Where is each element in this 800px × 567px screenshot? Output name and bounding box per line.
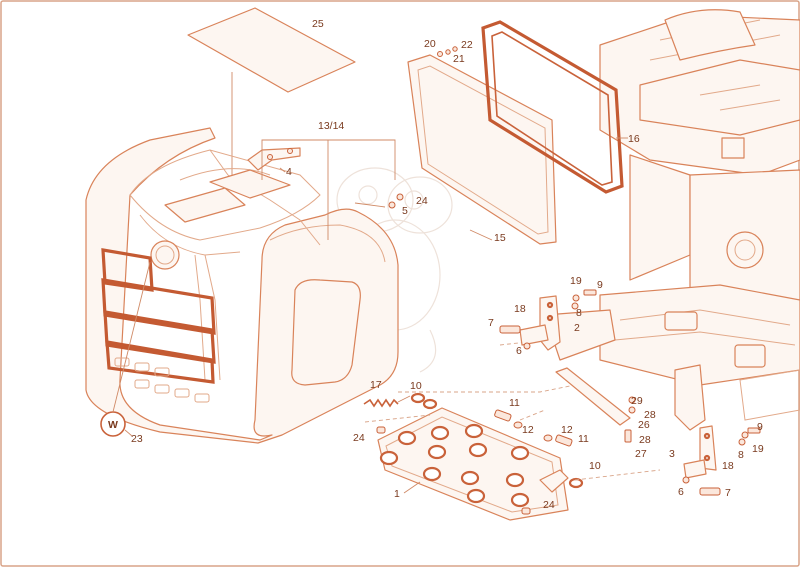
callout-3: 3 bbox=[669, 448, 675, 460]
callout-18-upper: 18 bbox=[514, 303, 526, 315]
callout-12-left: 12 bbox=[522, 424, 534, 436]
callout-28-lower: 28 bbox=[639, 434, 651, 446]
callout-20: 20 bbox=[424, 38, 436, 50]
frame-bracket bbox=[721, 137, 745, 159]
callout-2: 2 bbox=[574, 322, 580, 334]
bolt-7-b bbox=[699, 487, 721, 496]
callout-7-upper: 7 bbox=[488, 317, 494, 329]
callout-8-upper: 8 bbox=[576, 307, 582, 319]
hood-body bbox=[85, 127, 399, 444]
callout-6-upper: 6 bbox=[516, 345, 522, 357]
callout-4: 4 bbox=[286, 166, 292, 178]
callout-11-left: 11 bbox=[509, 397, 520, 409]
callout-9-upper: 9 bbox=[597, 279, 603, 291]
svg-text:W: W bbox=[108, 419, 118, 431]
callout-6-lower: 6 bbox=[678, 486, 684, 498]
callout-28-upper: 28 bbox=[644, 409, 656, 421]
foot-plate bbox=[377, 407, 569, 521]
callout-7-lower: 7 bbox=[725, 487, 731, 499]
callout-1: 1 bbox=[394, 488, 400, 500]
washer-6 bbox=[523, 342, 531, 350]
callout-24-bottom: 24 bbox=[543, 499, 555, 511]
callout-22: 22 bbox=[461, 39, 473, 51]
roof-panel bbox=[187, 7, 356, 93]
nut-8-b bbox=[741, 431, 749, 439]
washer-6-b bbox=[682, 476, 690, 484]
washer-12 bbox=[513, 421, 523, 429]
callout-25: 25 bbox=[312, 18, 324, 30]
callout-19-upper: 19 bbox=[570, 275, 582, 287]
screw-27 bbox=[624, 429, 632, 443]
pin-11-b bbox=[555, 434, 573, 447]
washer-12-b bbox=[543, 434, 553, 442]
bumper bbox=[521, 507, 531, 515]
lower-vent-slots bbox=[114, 357, 210, 403]
callout-5: 5 bbox=[402, 205, 408, 217]
callout-17: 17 bbox=[370, 379, 382, 391]
callout-labels: 25 20 22 21 13/14 16 4 24 5 15 19 9 18 8… bbox=[131, 18, 764, 511]
window-glass-gasket bbox=[481, 20, 628, 194]
upper-bracket bbox=[519, 295, 561, 351]
callout-11-right: 11 bbox=[578, 433, 589, 445]
callout-18-lower: 18 bbox=[722, 460, 734, 472]
washer bbox=[388, 201, 396, 209]
bolt-9-b bbox=[747, 427, 761, 434]
nut-8 bbox=[571, 302, 579, 310]
callout-15: 15 bbox=[494, 232, 506, 244]
tension-spring bbox=[363, 395, 411, 408]
pin-11 bbox=[494, 409, 512, 422]
callout-13-14: 13/14 bbox=[318, 120, 344, 132]
brand-logo-badge: W bbox=[100, 411, 126, 437]
screw-20 bbox=[437, 51, 443, 57]
callout-10-right: 10 bbox=[589, 460, 601, 472]
window-frame bbox=[407, 54, 557, 245]
callout-23: 23 bbox=[131, 433, 143, 445]
callout-9-lower: 9 bbox=[757, 421, 763, 433]
callout-21: 21 bbox=[453, 53, 465, 65]
front-grille bbox=[101, 248, 216, 403]
callout-12-right: 12 bbox=[561, 424, 573, 436]
washer-21 bbox=[445, 49, 451, 55]
nut-22 bbox=[452, 46, 458, 52]
callout-8-lower: 8 bbox=[738, 449, 744, 461]
callout-24-left: 24 bbox=[353, 432, 365, 444]
callout-10-left: 10 bbox=[410, 380, 422, 392]
callout-26: 26 bbox=[638, 419, 650, 431]
slide-rail bbox=[555, 367, 631, 426]
foot-plate-holes bbox=[379, 423, 530, 508]
callout-19-lower: 19 bbox=[752, 443, 764, 455]
washer-19-b bbox=[738, 438, 746, 446]
lower-bracket bbox=[683, 425, 717, 479]
bolt-7 bbox=[499, 325, 521, 334]
machine-frame bbox=[544, 9, 800, 431]
bolt-9 bbox=[583, 289, 597, 296]
callout-29: 29 bbox=[631, 395, 643, 407]
bumper bbox=[376, 426, 386, 434]
callout-24-top: 24 bbox=[416, 195, 428, 207]
callout-27: 27 bbox=[635, 448, 647, 460]
callout-16: 16 bbox=[628, 133, 640, 145]
screw bbox=[396, 193, 404, 201]
washer-19 bbox=[572, 294, 580, 302]
